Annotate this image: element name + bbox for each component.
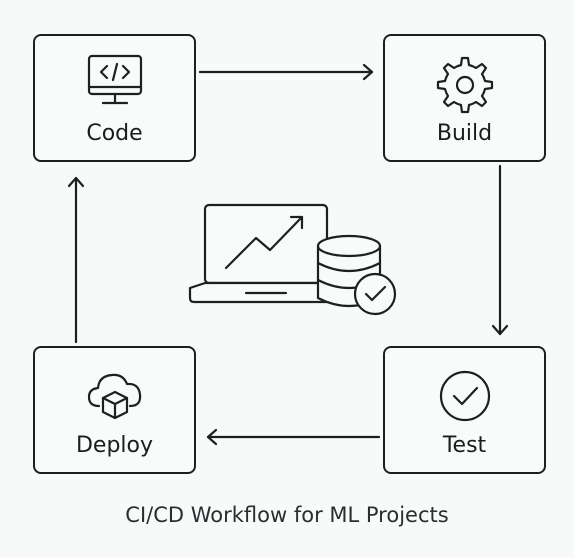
cloud-box-icon — [79, 362, 151, 426]
arrow-deploy-to-code — [67, 176, 85, 344]
node-label-test: Test — [442, 433, 487, 458]
node-code: Code — [33, 34, 196, 162]
arrow-code-to-build — [198, 63, 374, 81]
node-label-build: Build — [436, 121, 493, 146]
diagram-caption: CI/CD Workflow for ML Projects — [125, 503, 449, 527]
node-build: Build — [383, 34, 546, 162]
node-label-deploy: Deploy — [75, 433, 154, 458]
gear-icon — [429, 50, 501, 114]
check-circle-icon — [429, 362, 501, 426]
arrow-build-to-test — [491, 164, 509, 336]
node-label-code: Code — [86, 121, 143, 146]
node-test: Test — [383, 346, 546, 474]
arrow-test-to-deploy — [206, 428, 381, 446]
laptop-growth-database-check-icon — [188, 203, 397, 316]
node-deploy: Deploy — [33, 346, 196, 474]
code-monitor-icon — [79, 50, 151, 114]
